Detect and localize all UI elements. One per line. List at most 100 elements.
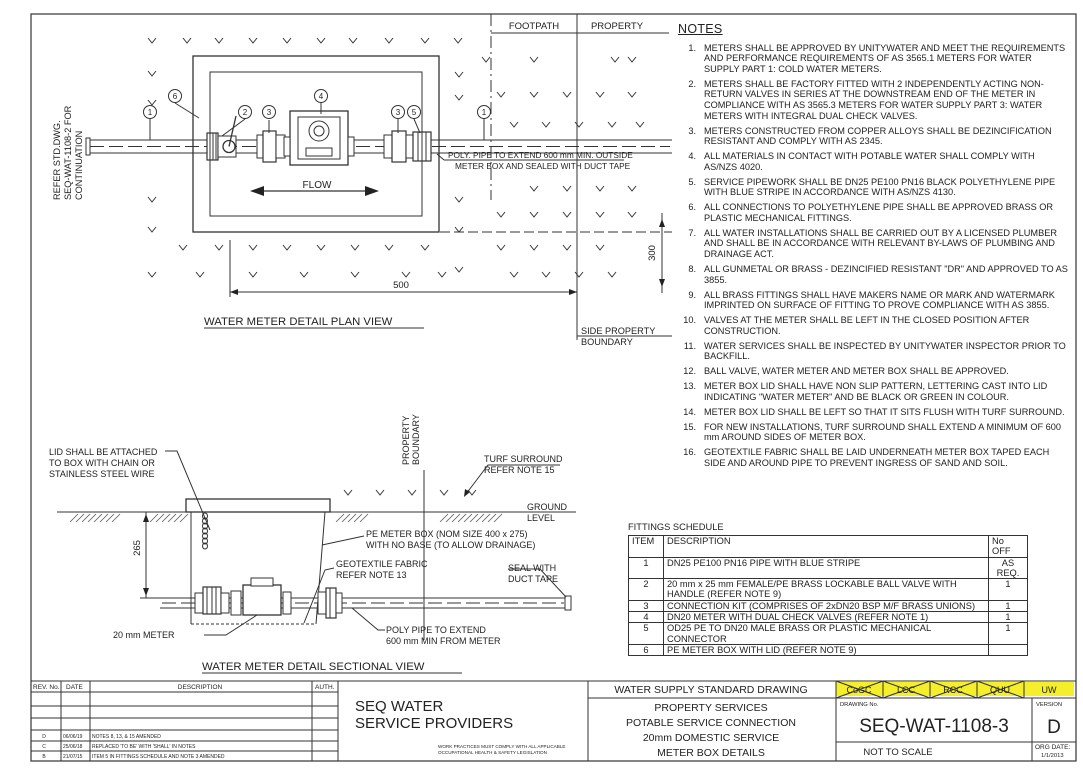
code-quu: QUU — [990, 685, 1010, 695]
soil-hatch — [451, 513, 461, 523]
rev-description: REPLACED 'TO BE' WITH 'SHALL' IN NOTES — [92, 744, 196, 750]
dim-265: 265 — [132, 540, 143, 556]
item-balloon — [262, 105, 276, 119]
soil-hatch — [457, 513, 467, 523]
note-item: 14.METER BOX LID SHALL BE LEFT SO THAT I… — [676, 407, 1068, 418]
ground-symbol — [509, 121, 519, 128]
org-line2: SERVICE PROVIDERS — [355, 715, 513, 732]
ground-symbol — [248, 271, 258, 278]
item-balloon-number: 2 — [243, 108, 248, 117]
plan-poly-note-line2: METER BOX AND SEALED WITH DUCT TAPE — [455, 161, 631, 171]
note-item: 4.ALL MATERIALS IN CONTACT WITH POTABLE … — [676, 151, 1068, 172]
ground-symbol — [401, 271, 411, 278]
lid-note-line1: LID SHALL BE ATTACHED — [49, 447, 158, 457]
fittings-header-description: DESCRIPTION — [663, 535, 989, 558]
version: D — [1047, 717, 1061, 738]
soil-hatch — [167, 513, 177, 523]
note-number: 5. — [688, 176, 696, 187]
org-line1: SEQ WATER — [355, 698, 444, 715]
ground-symbol — [496, 244, 506, 251]
ground-symbol — [454, 196, 464, 203]
ground-symbol — [541, 121, 551, 128]
note-text: VALVES AT THE METER SHALL BE LEFT IN THE… — [704, 315, 1030, 336]
item-balloon — [238, 105, 252, 119]
item-balloon-number: 3 — [396, 108, 401, 117]
ground-symbol — [607, 271, 617, 278]
ground-symbol — [282, 244, 292, 251]
soil-hatch — [487, 513, 497, 523]
note-number: 4. — [688, 151, 696, 162]
chain-link — [202, 522, 208, 530]
legislation-line1: WORK PRACTICES MUST COMPLY WITH ALL APPL… — [438, 744, 565, 749]
ground-symbol — [627, 56, 637, 63]
rev-date: 21/07/15 — [63, 754, 83, 760]
note-number: 6. — [688, 202, 696, 213]
ground-symbol — [214, 37, 224, 44]
item-balloon — [168, 89, 182, 103]
note-item: 12.BALL VALVE, WATER METER AND METER BOX… — [676, 366, 1068, 377]
fittings-item: 5 — [628, 622, 664, 645]
turf-note-line1: TURF SURROUND — [484, 454, 563, 464]
soil-hatch — [99, 513, 109, 523]
ground-symbol — [147, 196, 157, 203]
rev-description: ITEM 5 IN FITTINGS SCHEDULE AND NOTE 3 A… — [92, 754, 225, 760]
note-item: 10. VALVES AT THE METER SHALL BE LEFT IN … — [676, 315, 1068, 336]
drawing-no-label: DRAWING No. — [840, 702, 879, 708]
fittings-header-row: ITEM DESCRIPTION No OFF — [628, 535, 1028, 558]
meter-box-outer — [192, 55, 440, 233]
plan-view: FOOTPATH PROPERTY — [52, 14, 672, 347]
note-item: 15.FOR NEW INSTALLATIONS, TURF SURROUND … — [676, 422, 1068, 443]
ground-symbol — [529, 211, 539, 218]
org-date: 1/1/2013 — [1041, 753, 1064, 759]
ground-symbol — [178, 244, 188, 251]
note-item: 7.ALL WATER INSTALLATIONS SHALL BE CARRI… — [676, 228, 1068, 260]
soil-hatch — [161, 513, 171, 523]
footpath-label: FOOTPATH — [509, 21, 559, 32]
notes-panel: NOTES 1.METERS SHALL BE APPROVED BY UNIT… — [676, 23, 1068, 473]
note-item: 6.ALL CONNECTIONS TO POLYETHYLENE PIPE S… — [676, 202, 1068, 223]
soil-hatch — [179, 513, 189, 523]
section-poly-note-line1: POLY PIPE TO EXTEND — [386, 625, 486, 635]
fittings-description: DN20 METER WITH DUAL CHECK VALVES (REFER… — [663, 611, 989, 624]
note-number: 10. — [683, 315, 696, 326]
soil-hatch — [359, 513, 369, 523]
note-number: 1. — [688, 42, 696, 53]
note-number: 9. — [688, 289, 696, 300]
soil-hatch — [75, 513, 85, 523]
ground-symbol — [454, 226, 464, 233]
lid-note-line2: TO BOX WITH CHAIN OR — [49, 458, 155, 468]
soil-hatch — [463, 513, 473, 523]
ground-symbol — [529, 185, 539, 192]
ground-symbol — [316, 244, 326, 251]
ground-symbol — [607, 121, 617, 128]
rev-number: D — [42, 734, 46, 740]
pe-box-note-line1: PE METER BOX (NOM SIZE 400 x 275) — [366, 529, 528, 539]
meter-label: 20 mm METER — [113, 630, 175, 640]
ground-symbol — [420, 37, 430, 44]
note-text: GEOTEXTILE FABRIC SHALL BE LAID UNDERNEA… — [704, 447, 1050, 469]
title-line4: METER BOX DETAILS — [657, 747, 765, 759]
ground-symbol — [529, 56, 539, 63]
ground-symbol — [407, 489, 417, 496]
code-rcc: RCC — [943, 685, 963, 695]
ground-symbol — [182, 37, 192, 44]
fittings-qty — [988, 643, 1028, 657]
note-number: 11. — [683, 340, 696, 351]
note-number: 14. — [683, 406, 696, 417]
code-cogc: CoGC — [846, 685, 872, 695]
seal-note-line1: SEAL WITH — [508, 563, 556, 573]
item-balloon-number: 3 — [267, 108, 272, 117]
section-view-title: WATER METER DETAIL SECTIONAL VIEW — [202, 661, 425, 673]
note-text: METERS SHALL BE FACTORY FITTED WITH 2 IN… — [704, 78, 1044, 121]
ground-symbol — [496, 91, 506, 98]
note-item: 3.METERS CONSTRUCTED FROM COPPER ALLOYS … — [676, 126, 1068, 147]
note-text: METERS CONSTRUCTED FROM COPPER ALLOYS SH… — [704, 125, 1052, 147]
note-item: 13.METER BOX LID SHALL HAVE NON SLIP PAT… — [676, 381, 1068, 402]
fittings-qty: AS REQ. — [988, 556, 1028, 580]
code-lcc: LCC — [897, 685, 916, 695]
ground-symbol — [529, 91, 539, 98]
soil-hatch — [335, 513, 345, 523]
item-balloon — [477, 105, 491, 119]
